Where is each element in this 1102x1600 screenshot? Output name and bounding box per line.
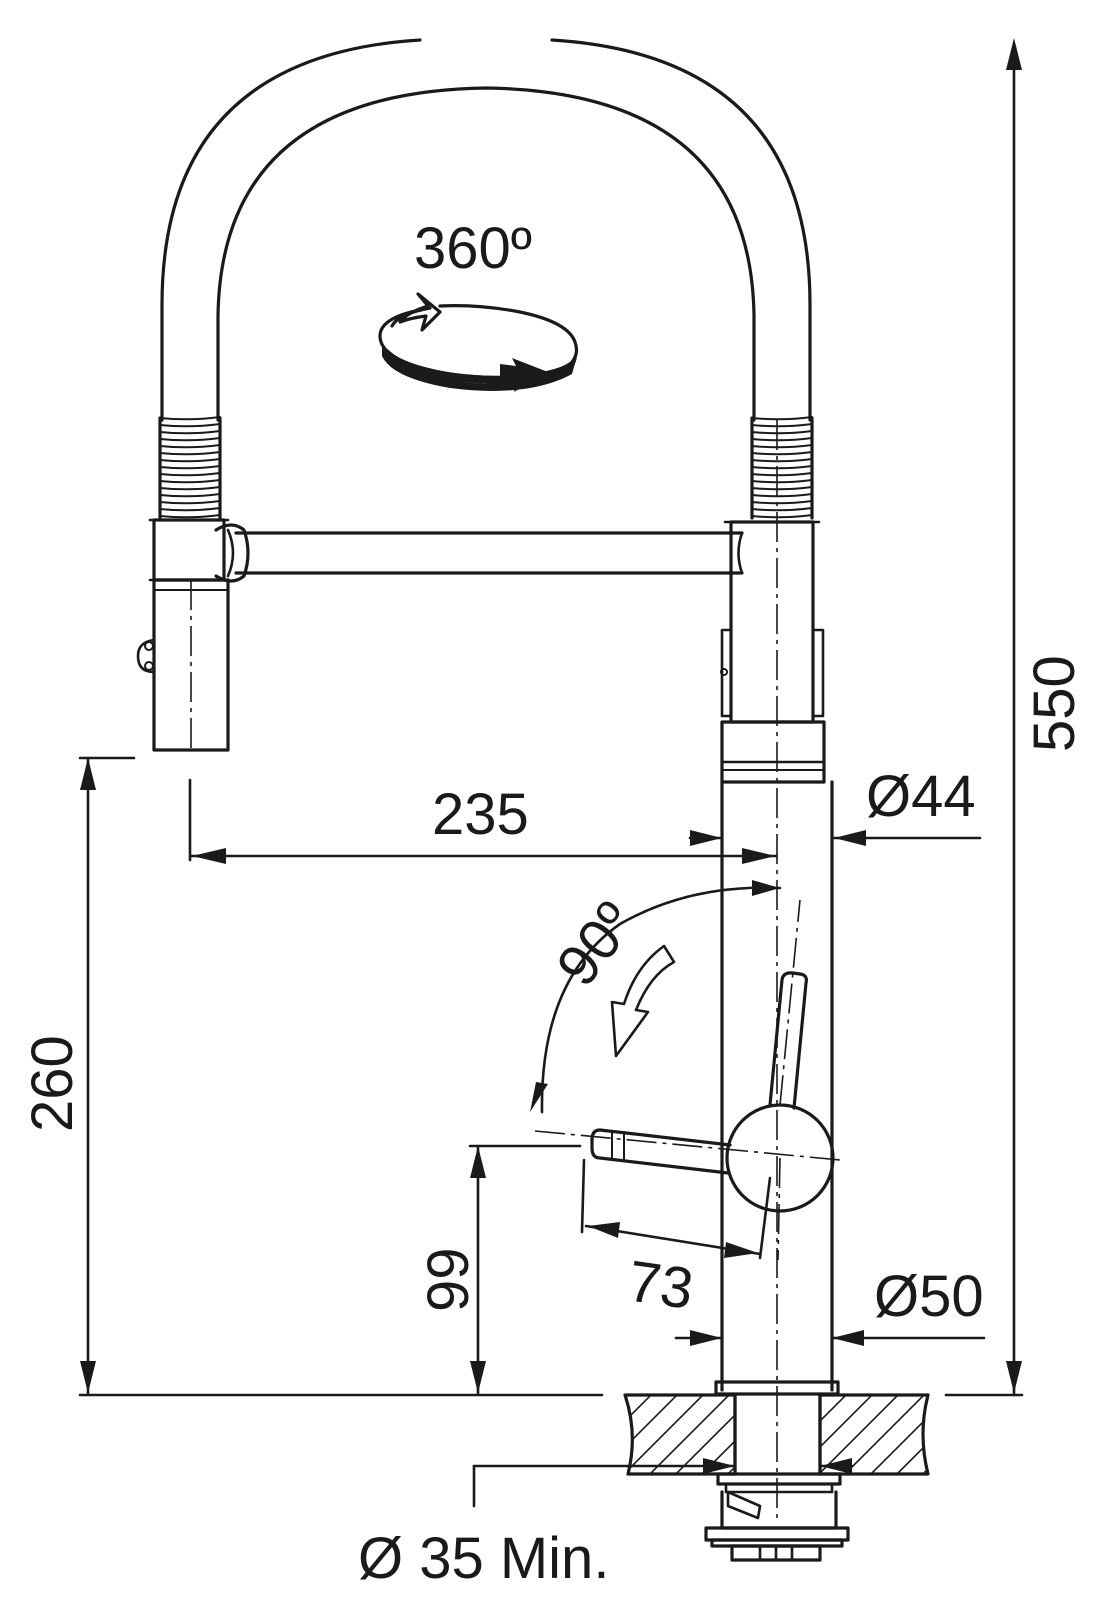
curved-arrow-icon — [610, 944, 676, 1058]
left-spring-coil — [158, 416, 222, 520]
body-collar — [720, 720, 826, 784]
lever-length-label: 73 — [624, 1249, 697, 1322]
total-height-label: 550 — [1022, 655, 1087, 752]
countertop-section — [623, 1393, 930, 1476]
mounting-shank — [704, 1393, 850, 1562]
spout-arm — [214, 523, 744, 583]
dimension-total-height — [944, 38, 1024, 1397]
spout-reach-label: 235 — [432, 782, 529, 847]
dimension-hole-diameter — [472, 1458, 854, 1508]
dimension-spout-reach — [188, 778, 778, 864]
dimension-spout-height — [78, 756, 604, 1397]
lever-height-label: 99 — [416, 1247, 481, 1312]
diameter-50-label: Ø50 — [874, 1264, 984, 1329]
spray-head — [136, 518, 230, 752]
diameter-44-label: Ø44 — [866, 764, 976, 829]
lever-assembly — [534, 899, 841, 1261]
dimension-lever-height — [468, 1144, 582, 1395]
dimension-diameter-44 — [688, 830, 982, 846]
dimension-lever-length — [580, 1158, 772, 1260]
rotation-label: 360º — [414, 216, 532, 281]
right-spring-coil — [750, 416, 814, 520]
rotation-arrow-icon — [378, 292, 579, 392]
spout-height-label: 260 — [20, 1035, 85, 1132]
dimension-diameter-50 — [674, 1316, 986, 1364]
faucet-outline — [136, 38, 930, 1562]
lever-arc-dimension — [530, 880, 782, 1114]
flexible-hose — [160, 38, 812, 422]
hole-diameter-label: Ø 35 Min. — [358, 1526, 609, 1591]
upper-body — [720, 520, 825, 724]
